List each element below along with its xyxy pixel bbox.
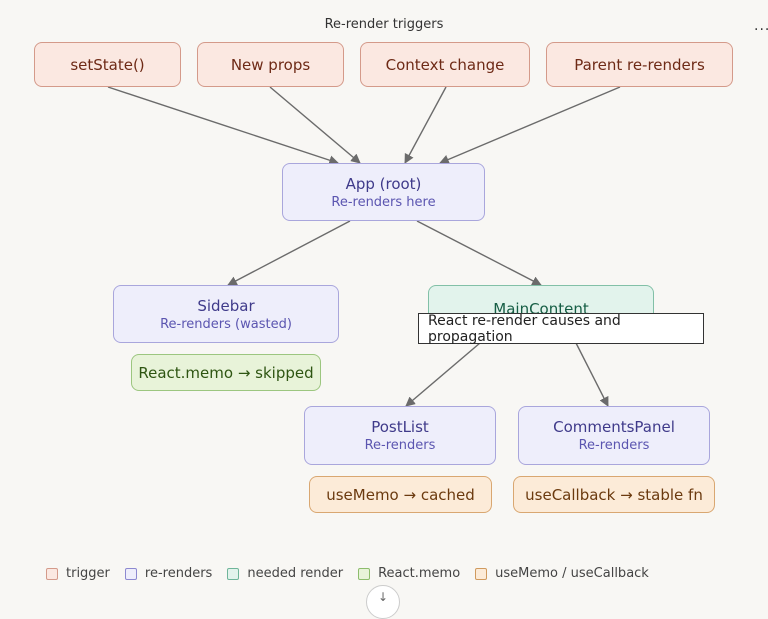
- node-commentspanel: CommentsPanel Re-renders: [518, 406, 710, 465]
- arrow-main-comments: [575, 342, 609, 407]
- usecallback-badge: useCallback → stable fn: [513, 476, 715, 513]
- legend-item-usememo-usecallback: useMemo / useCallback: [475, 566, 649, 581]
- arrow-main-postlist: [405, 342, 481, 407]
- node-sublabel: Re-renders: [364, 438, 436, 453]
- node-sublabel: Re-renders (wasted): [160, 316, 292, 332]
- node-label: App (root): [345, 174, 422, 193]
- legend-item-react-memo: React.memo: [358, 566, 460, 581]
- legend-swatch: [358, 567, 371, 580]
- arrow-app-sidebar: [227, 220, 351, 286]
- memo-badge: React.memo → skipped: [131, 354, 321, 391]
- node-postlist: PostList Re-renders: [304, 406, 496, 465]
- connector-layer: [107, 86, 621, 407]
- node-label: PostList: [371, 418, 429, 436]
- legend-swatch: [475, 567, 488, 580]
- legend: trigger re-renders needed render React.m…: [46, 566, 664, 581]
- arrow-setstate-app: [107, 86, 339, 165]
- node-app-root: App (root) Re-renders here: [282, 163, 485, 221]
- arrow-context-app: [404, 86, 447, 164]
- trigger-new-props: New props: [197, 42, 344, 87]
- legend-item-rerenders: re-renders: [124, 566, 212, 581]
- trigger-setstate: setState(): [34, 42, 181, 87]
- legend-swatch: [227, 567, 240, 580]
- diagram-title: Re-render triggers: [324, 17, 444, 32]
- legend-item-trigger: trigger: [46, 566, 110, 581]
- node-sidebar: Sidebar Re-renders (wasted): [113, 285, 339, 343]
- legend-swatch: [46, 567, 58, 580]
- node-sublabel: Re-renders here: [331, 194, 436, 210]
- arrow-app-maincontent: [416, 220, 542, 286]
- arrow-parent-app: [439, 86, 621, 165]
- legend-swatch: [124, 567, 137, 580]
- trigger-parent-rerenders: Parent re-renders: [546, 42, 733, 87]
- scroll-down-button[interactable]: ↓: [366, 585, 400, 619]
- more-menu-icon[interactable]: ...: [754, 18, 768, 34]
- usememo-badge: useMemo → cached: [309, 476, 492, 513]
- node-label: CommentsPanel: [553, 418, 675, 436]
- node-sublabel: Re-renders: [578, 438, 650, 453]
- legend-item-needed-render: needed render: [227, 566, 343, 581]
- arrow-props-app: [269, 86, 361, 164]
- trigger-context-change: Context change: [360, 42, 530, 87]
- node-label: Sidebar: [197, 296, 255, 315]
- tooltip: React re-render causes and propagation: [418, 313, 704, 345]
